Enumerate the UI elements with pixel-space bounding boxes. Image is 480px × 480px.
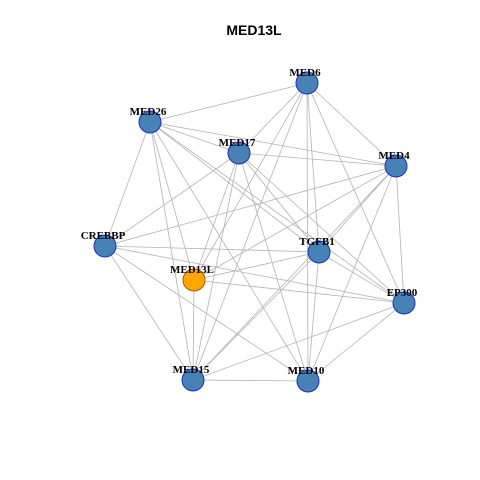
node-crebbp xyxy=(93,234,117,258)
edge-crebbp-ep300 xyxy=(104,245,405,304)
edge-crebbp-med10 xyxy=(104,245,309,382)
edge-med17-tgfb1 xyxy=(238,152,320,253)
edge-med4-med10 xyxy=(307,165,397,382)
node-label-ep300: EP300 xyxy=(387,287,418,299)
node-med10 xyxy=(296,369,320,393)
edge-layer xyxy=(104,82,405,382)
edge-ep300-med15 xyxy=(192,302,405,381)
diagram-title: MED13L xyxy=(226,22,282,38)
edge-med17-ep300 xyxy=(238,152,405,304)
edge-med4-tgfb1 xyxy=(318,165,397,253)
edge-med17-med15 xyxy=(192,152,240,381)
node-label-tgfb1: TGFB1 xyxy=(299,236,334,248)
edge-med26-tgfb1 xyxy=(149,121,320,253)
node-med17 xyxy=(227,141,251,165)
node-med4 xyxy=(384,154,408,178)
edge-med26-med17 xyxy=(149,121,240,154)
node-label-med4: MED4 xyxy=(378,150,410,162)
node-med15 xyxy=(181,368,205,392)
edge-med4-crebbp xyxy=(104,165,397,247)
edge-med17-crebbp xyxy=(104,152,240,247)
edge-tgfb1-ep300 xyxy=(318,251,405,304)
edge-med13l-med15 xyxy=(192,279,195,381)
node-label-crebbp: CREBBP xyxy=(81,230,126,242)
edge-tgfb1-med10 xyxy=(307,251,320,382)
edge-med17-med4 xyxy=(238,152,397,167)
edge-med15-med10 xyxy=(192,379,309,382)
edge-med6-med26 xyxy=(149,82,308,123)
node-ep300 xyxy=(392,291,416,315)
edge-med6-med10 xyxy=(306,82,309,382)
edge-med26-med13l xyxy=(149,121,195,281)
edge-med6-med17 xyxy=(238,82,308,154)
edge-med6-ep300 xyxy=(306,82,405,304)
node-med26 xyxy=(138,110,162,134)
edge-crebbp-tgfb1 xyxy=(104,245,320,253)
edge-crebbp-med15 xyxy=(104,245,194,381)
node-label-med26: MED26 xyxy=(130,106,167,118)
edge-med26-ep300 xyxy=(149,121,405,304)
node-label-med6: MED6 xyxy=(289,67,321,79)
edge-tgfb1-med15 xyxy=(192,251,320,381)
edge-med4-ep300 xyxy=(395,165,405,304)
edge-med13l-ep300 xyxy=(193,279,405,304)
node-label-med17: MED17 xyxy=(219,137,256,149)
edge-med26-med10 xyxy=(149,121,309,382)
edge-med4-med13l xyxy=(193,165,397,281)
edge-med6-med4 xyxy=(306,82,397,167)
edge-med6-med13l xyxy=(193,82,308,281)
node-tgfb1 xyxy=(307,240,331,264)
node-layer xyxy=(93,71,416,393)
edge-med4-med15 xyxy=(192,165,397,381)
node-med13l xyxy=(182,268,206,292)
node-label-med10: MED10 xyxy=(288,365,325,377)
edge-med26-med4 xyxy=(149,121,397,167)
edge-med26-crebbp xyxy=(104,121,151,247)
edge-med6-tgfb1 xyxy=(306,82,320,253)
edge-ep300-med10 xyxy=(307,302,405,382)
node-label-med15: MED15 xyxy=(173,364,210,376)
edge-med6-med15 xyxy=(192,82,308,381)
node-med6 xyxy=(295,71,319,95)
edge-tgfb1-med13l xyxy=(193,251,320,281)
edge-med17-med13l xyxy=(193,152,240,281)
node-label-med13l: MED13L xyxy=(170,264,214,276)
edge-med17-med10 xyxy=(238,152,309,382)
edge-med26-med15 xyxy=(149,121,194,381)
